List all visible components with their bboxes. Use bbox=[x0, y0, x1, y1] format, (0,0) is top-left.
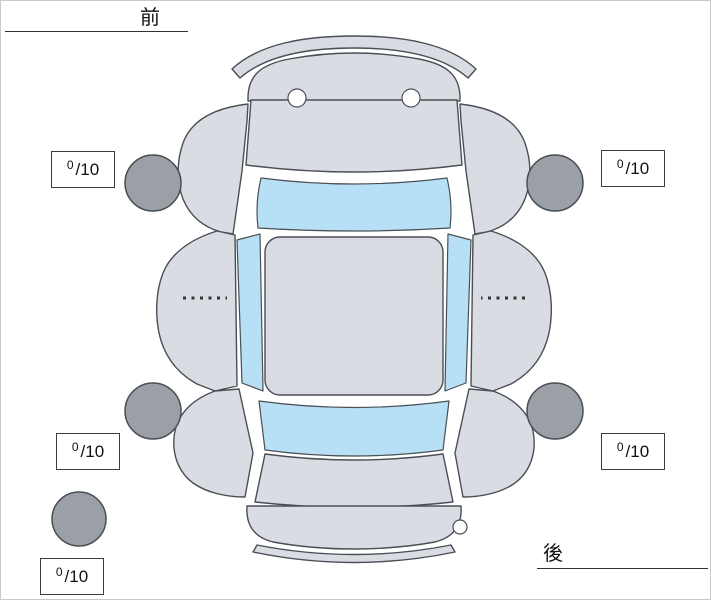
front-left-tire bbox=[124, 154, 182, 212]
spare-tire bbox=[51, 491, 107, 547]
rear-right-corner-mark bbox=[452, 519, 468, 535]
car-right-side bbox=[443, 102, 585, 499]
score-box-rear-right: 0 /10 bbox=[601, 433, 665, 470]
right-washer-nozzle bbox=[401, 88, 421, 108]
rear-bumper bbox=[246, 505, 462, 550]
score-value: 0 bbox=[616, 439, 624, 454]
score-max: /10 bbox=[625, 158, 650, 178]
score-max: /10 bbox=[75, 159, 100, 179]
hood bbox=[245, 99, 463, 173]
score-max: /10 bbox=[625, 441, 650, 461]
score-value: 0 bbox=[55, 564, 63, 579]
score-value: 0 bbox=[66, 157, 74, 172]
front-bumper bbox=[247, 52, 461, 102]
rear-label-underline bbox=[537, 568, 708, 569]
rear-lip bbox=[252, 544, 456, 564]
windshield bbox=[256, 177, 452, 232]
left-side-window bbox=[236, 233, 264, 392]
rear-window bbox=[258, 400, 450, 457]
score-max: /10 bbox=[64, 566, 89, 586]
rear-left-quarter-panel bbox=[173, 388, 254, 498]
car-left-side bbox=[124, 103, 264, 498]
score-box-rear-left: 0 /10 bbox=[56, 433, 120, 470]
score-value: 0 bbox=[71, 439, 79, 454]
front-lip-spoiler bbox=[231, 35, 477, 79]
front-label-underline bbox=[5, 31, 188, 32]
roof bbox=[264, 236, 444, 396]
front-left-fender bbox=[177, 103, 249, 235]
score-max: /10 bbox=[80, 441, 105, 461]
rear-label: 後 bbox=[543, 543, 564, 565]
left-door-panel bbox=[155, 230, 238, 392]
score-box-spare: 0 /10 bbox=[40, 558, 104, 595]
score-value: 0 bbox=[616, 156, 624, 171]
front-label: 前 bbox=[140, 7, 161, 29]
score-box-front-left: 0 /10 bbox=[51, 151, 115, 188]
score-box-front-right: 0 /10 bbox=[601, 150, 665, 187]
left-washer-nozzle bbox=[287, 88, 307, 108]
trunk-lid bbox=[254, 453, 454, 509]
rear-left-tire bbox=[124, 382, 182, 440]
